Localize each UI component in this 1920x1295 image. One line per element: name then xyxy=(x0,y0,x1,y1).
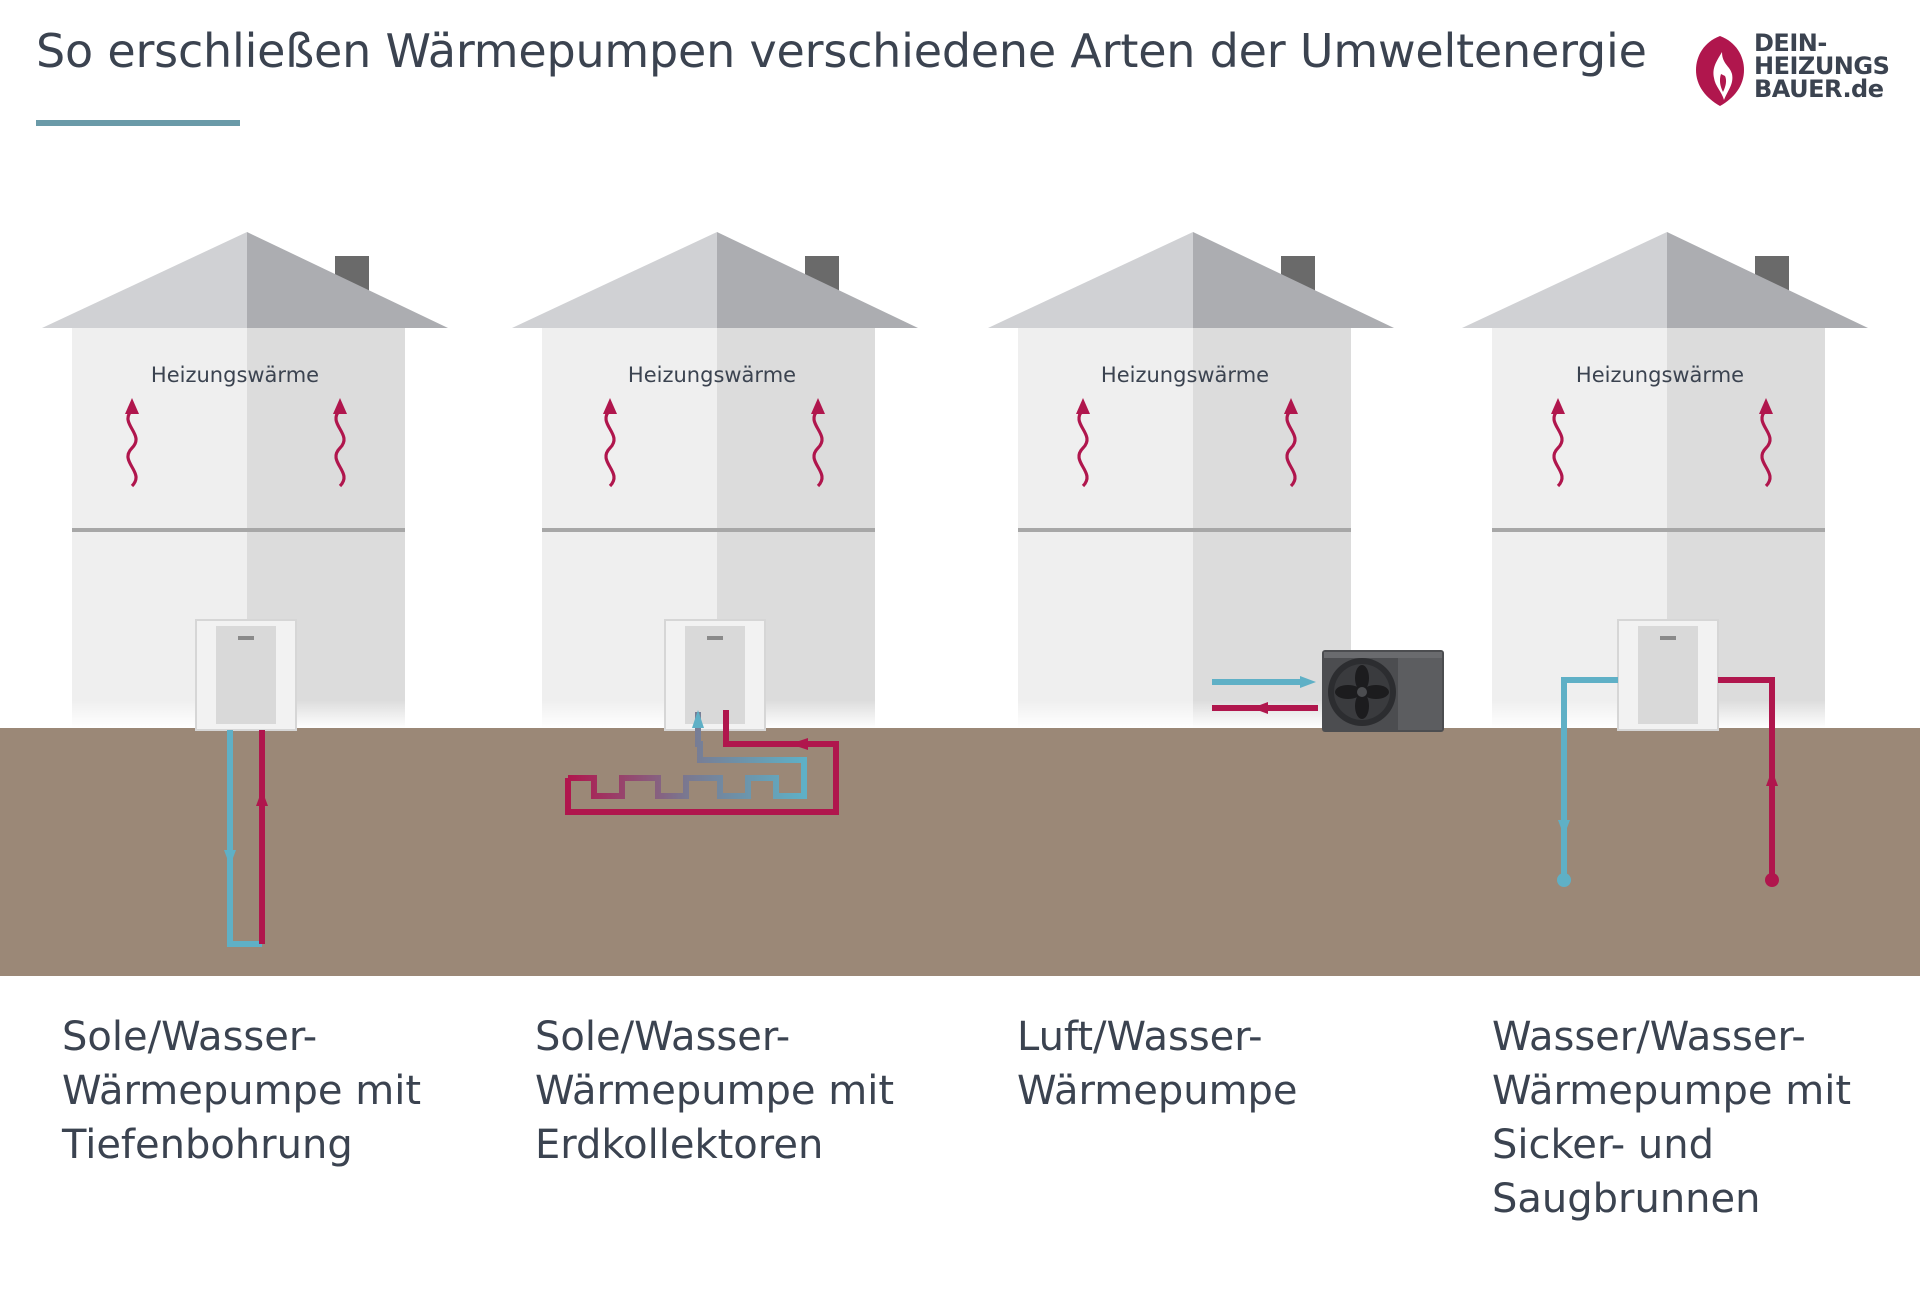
caption-4: Wasser/Wasser- Wärmepumpe mit Sicker- un… xyxy=(1492,1014,1852,1222)
house-4 xyxy=(1462,232,1868,731)
page-title: So erschließen Wärmepumpen verschiedene … xyxy=(36,24,1647,78)
logo-wordmark: DEIN- HEIZUNGS BAUER.de xyxy=(1754,29,1890,103)
probe-pipes xyxy=(224,730,268,947)
air-flow-arrows xyxy=(1212,676,1318,714)
outdoor-unit xyxy=(1322,650,1444,732)
fan-icon xyxy=(1335,665,1389,719)
house-1-label: Heizungswärme xyxy=(151,363,319,387)
house-1 xyxy=(42,232,448,731)
heat-pump-diagram: Heizungswärme Heizungswärme Heizungswärm… xyxy=(0,232,1920,976)
caption-3: Luft/Wasser- Wärmepumpe xyxy=(1017,1014,1298,1114)
brand-logo: DEIN- HEIZUNGS BAUER.de xyxy=(1692,30,1892,110)
house-2-label: Heizungswärme xyxy=(628,363,796,387)
house-2 xyxy=(512,232,918,731)
collector-pipes xyxy=(565,710,839,815)
well-pipes xyxy=(1557,677,1779,887)
house-4-label: Heizungswärme xyxy=(1576,363,1744,387)
flame-drop-icon xyxy=(1696,36,1744,106)
house-3 xyxy=(988,232,1394,728)
caption-2: Sole/Wasser- Wärmepumpe mit Erdkollektor… xyxy=(535,1014,895,1168)
caption-1: Sole/Wasser- Wärmepumpe mit Tiefenbohrun… xyxy=(62,1014,422,1168)
house-3-label: Heizungswärme xyxy=(1101,363,1269,387)
title-underline xyxy=(36,120,240,126)
ground xyxy=(0,728,1920,976)
